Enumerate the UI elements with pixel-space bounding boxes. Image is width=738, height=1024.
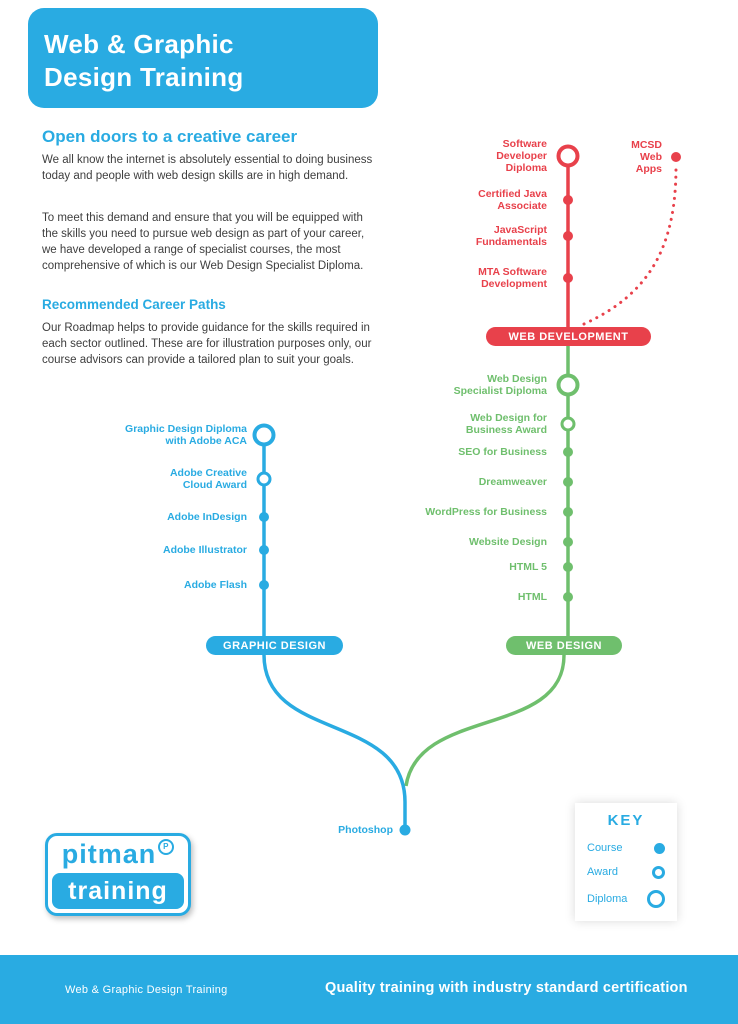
- node-adobe-illustrator: [259, 545, 269, 555]
- logo-training-text: training: [68, 876, 168, 905]
- key-item-diploma: Diploma: [587, 888, 665, 910]
- node-label-mcsd-web-apps: MCSD Web Apps: [631, 139, 662, 175]
- node-label-adobe-illustrator: Adobe Illustrator: [162, 544, 247, 556]
- node-seo-for-business: [563, 447, 573, 457]
- node-label-dreamweaver: Dreamweaver: [478, 476, 547, 488]
- key-title: KEY: [607, 812, 645, 829]
- node-label-photoshop: Photoshop: [338, 824, 393, 836]
- key-item-award: Award: [587, 861, 665, 883]
- header-banner: Web & Graphic Design Training: [28, 8, 378, 108]
- node-graphic-design-diploma: [252, 423, 276, 447]
- node-label-wordpress-for-business: WordPress for Business: [425, 506, 547, 518]
- node-javascript-fundamentals: [563, 231, 573, 241]
- node-adobe-creative-cloud-award: [256, 471, 272, 487]
- course-dot-icon: [654, 842, 665, 854]
- node-mta-software-development: [563, 273, 573, 283]
- intro-heading: Open doors to a creative career: [42, 127, 298, 146]
- page-title: Web & Graphic Design Training: [44, 28, 378, 94]
- node-web-design-for-business-award: [560, 416, 576, 432]
- node-label-graphic-design-diploma: Graphic Design Diploma with Adobe ACA: [125, 423, 247, 447]
- pitman-training-logo: pitman P training: [45, 833, 191, 916]
- award-ring-icon: [652, 865, 665, 879]
- node-label-javascript-fundamentals: JavaScript Fundamentals: [475, 224, 547, 248]
- footer-title: Web & Graphic Design Training: [65, 984, 228, 996]
- key-item-course: Course: [587, 837, 665, 859]
- node-wordpress-for-business: [563, 507, 573, 517]
- node-web-design-specialist-diploma: [556, 373, 580, 397]
- page-title-line1: Web & Graphic: [44, 29, 234, 59]
- graphicdesign-merge-curve: [262, 654, 407, 826]
- footer-tagline: Quality training with industry standard …: [325, 980, 688, 996]
- badge-graphic-design: GRAPHIC DESIGN: [206, 636, 343, 655]
- intro-paragraph-2: To meet this demand and ensure that you …: [42, 212, 365, 272]
- node-label-website-design: Website Design: [469, 536, 547, 548]
- footer-bar: Web & Graphic Design Training Quality tr…: [0, 955, 738, 1024]
- node-label-web-design-for-business-award: Web Design for Business Award: [465, 412, 547, 436]
- node-label-software-developer-diploma: Software Developer Diploma: [496, 138, 547, 174]
- node-label-certified-java-associate: Certified Java Associate: [478, 188, 547, 212]
- node-adobe-indesign: [259, 512, 269, 522]
- node-label-adobe-creative-cloud-award: Adobe Creative Cloud Award: [169, 467, 247, 491]
- career-paths-heading: Recommended Career Paths: [42, 297, 226, 312]
- node-html: [563, 592, 573, 602]
- key-legend: KEY Course Award Diploma: [575, 803, 677, 921]
- badge-web-design: WEB DESIGN: [506, 636, 622, 655]
- career-paths-paragraph: Our Roadmap helps to provide guidance fo…: [42, 322, 372, 366]
- page-title-line2: Design Training: [44, 62, 244, 92]
- mcsd-dotted-branch-line: [582, 165, 678, 326]
- node-mcsd-web-apps: [671, 152, 681, 162]
- logo-p-mark-icon: P: [158, 838, 175, 855]
- webdesign-merge-curve: [404, 654, 566, 787]
- node-software-developer-diploma: [556, 144, 580, 168]
- node-label-web-design-specialist-diploma: Web Design Specialist Diploma: [453, 373, 547, 397]
- logo-pitman-text: pitman: [61, 839, 157, 869]
- node-adobe-flash: [259, 580, 269, 590]
- node-label-mta-software-development: MTA Software Development: [478, 266, 547, 290]
- node-label-seo-for-business: SEO for Business: [458, 446, 547, 458]
- logo-wordmark-training: training: [52, 873, 184, 909]
- badge-web-development: WEB DEVELOPMENT: [486, 327, 651, 346]
- node-html-5: [563, 562, 573, 572]
- logo-wordmark-pitman: pitman P: [48, 836, 188, 873]
- node-label-adobe-flash: Adobe Flash: [183, 579, 247, 591]
- key-item-award-label: Award: [587, 866, 618, 878]
- node-certified-java-associate: [563, 195, 573, 205]
- node-photoshop: [399, 824, 411, 836]
- node-website-design: [563, 537, 573, 547]
- node-label-adobe-indesign: Adobe InDesign: [167, 511, 247, 523]
- node-label-html-5: HTML 5: [509, 561, 547, 573]
- node-label-html: HTML: [517, 591, 547, 603]
- intro-paragraph-1: We all know the internet is absolutely e…: [42, 154, 373, 182]
- diploma-ring-icon: [647, 890, 665, 908]
- key-item-course-label: Course: [587, 842, 623, 854]
- node-dreamweaver: [563, 477, 573, 487]
- key-item-diploma-label: Diploma: [587, 893, 628, 905]
